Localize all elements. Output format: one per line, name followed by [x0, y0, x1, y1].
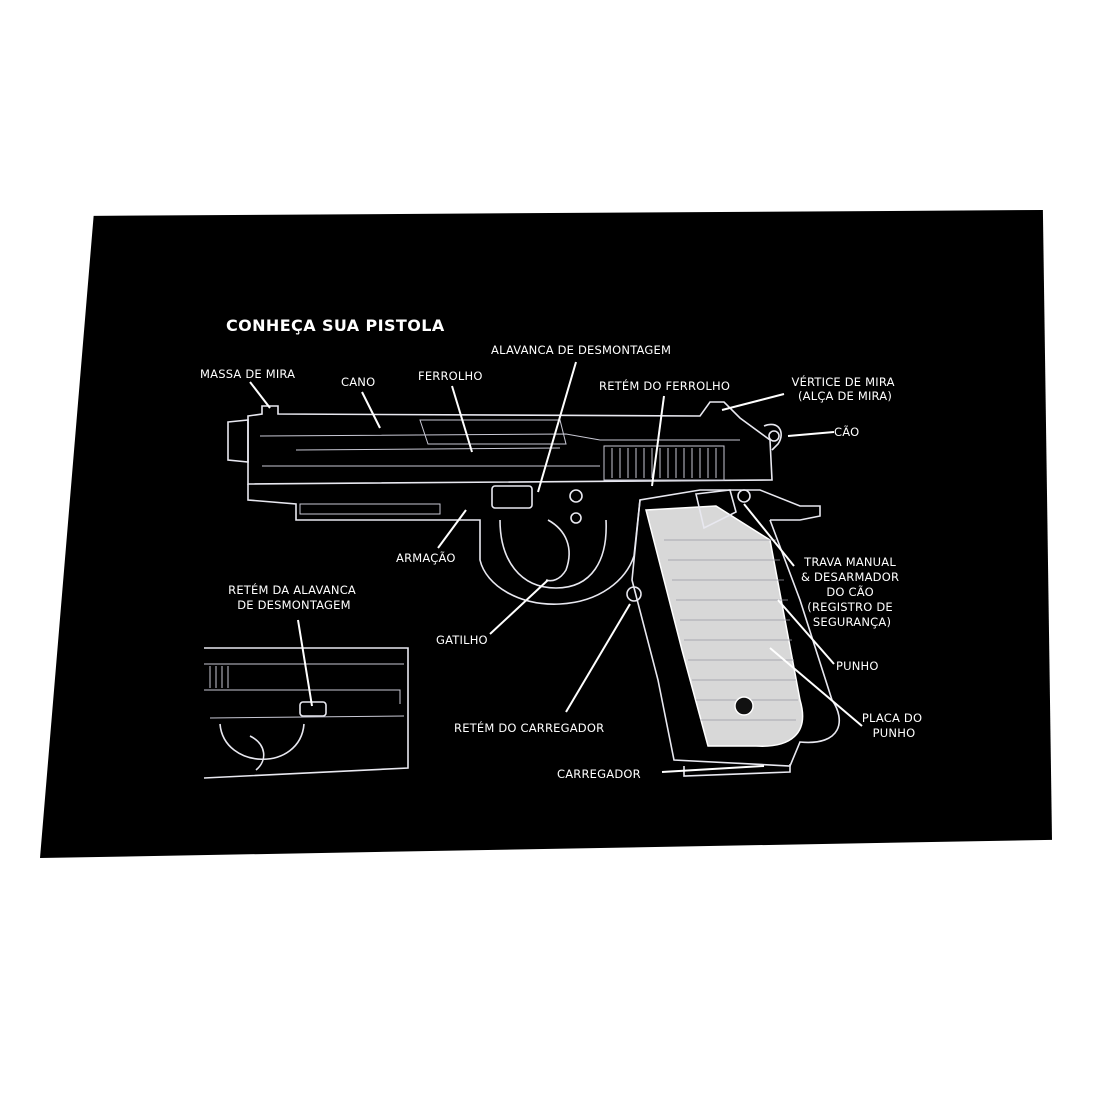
- pin-small: [570, 512, 582, 524]
- grip-texture: [664, 539, 798, 721]
- label-placa-do-punho: PLACA DO PUNHO: [862, 711, 926, 740]
- label-cao: CÃO: [834, 424, 859, 439]
- leader-retem-alavanca: [297, 619, 313, 707]
- inset-trigger: [249, 735, 265, 771]
- leader-massa-de-mira: [249, 381, 271, 409]
- label-carregador: CARREGADOR: [557, 767, 641, 781]
- frame-rail: [299, 503, 441, 515]
- diagram-title: CONHEÇA SUA PISTOLA: [226, 316, 445, 335]
- slide-serrations: [603, 445, 725, 481]
- leader-alavanca: [537, 361, 577, 493]
- label-massa-de-mira: MASSA DE MIRA: [200, 367, 295, 381]
- frame-outline: [247, 484, 821, 605]
- leader-armacao: [437, 509, 467, 549]
- leader-retem-carregador: [565, 603, 631, 713]
- black-mat: [40, 210, 1052, 859]
- leader-cano: [361, 391, 381, 429]
- leader-gatilho: [489, 579, 549, 635]
- trigger: [545, 519, 570, 582]
- takedown-lever: [491, 485, 533, 509]
- leader-ferrolho: [451, 385, 473, 453]
- grip-screw: [734, 696, 754, 716]
- leader-trava: [743, 503, 795, 567]
- leader-cao: [787, 431, 835, 437]
- label-vertice-de-mira: VÉRTICE DE MIRA (ALÇA DE MIRA): [792, 374, 899, 403]
- leader-carregador: [661, 765, 765, 773]
- inset-lever: [299, 701, 327, 717]
- leader-vertice: [721, 393, 785, 411]
- inset-frame-line: [209, 715, 405, 719]
- slide-line-top: [259, 433, 740, 441]
- label-armacao: ARMAÇÃO: [396, 550, 456, 565]
- barrel-muzzle: [227, 419, 249, 463]
- leader-placa: [769, 647, 863, 727]
- label-cano: CANO: [341, 375, 375, 389]
- leader-retem-ferrolho: [651, 395, 665, 487]
- inset-frame: [203, 647, 409, 779]
- trigger-guard: [499, 519, 607, 589]
- ejection-port: [419, 419, 567, 445]
- inset-serrations: [209, 666, 229, 688]
- label-alavanca-de-desmontagem: ALAVANCA DE DESMONTAGEM: [491, 343, 671, 357]
- inset-detail: [203, 647, 409, 779]
- label-gatilho: GATILHO: [436, 633, 488, 647]
- label-retem-do-ferrolho: RETÉM DO FERROLHO: [599, 378, 730, 393]
- slide-line-mid: [295, 447, 561, 451]
- slide-outline: [247, 401, 773, 485]
- pistol-illustration: [227, 401, 840, 777]
- decocker-lever: [695, 489, 737, 530]
- slide-stop-button: [569, 489, 583, 503]
- inset-slide-line-2: [204, 689, 401, 704]
- inset-trigger-guard: [219, 723, 305, 761]
- leader-punho: [777, 599, 835, 665]
- label-retem-da-alavanca: RETÉM DA ALAVANCA DE DESMONTAGEM: [228, 582, 360, 612]
- leader-lines: [249, 361, 863, 773]
- decocker-pivot: [737, 489, 751, 503]
- label-trava-manual: TRAVA MANUAL & DESARMADOR DO CÃO (REGIST…: [801, 555, 903, 629]
- label-retem-do-carregador: RETÉM DO CARREGADOR: [454, 720, 604, 735]
- label-punho: PUNHO: [836, 659, 879, 673]
- hammer: [763, 423, 782, 451]
- hammer-pin: [768, 430, 780, 442]
- grip-panel: [645, 505, 804, 747]
- label-ferrolho: FERROLHO: [418, 369, 483, 383]
